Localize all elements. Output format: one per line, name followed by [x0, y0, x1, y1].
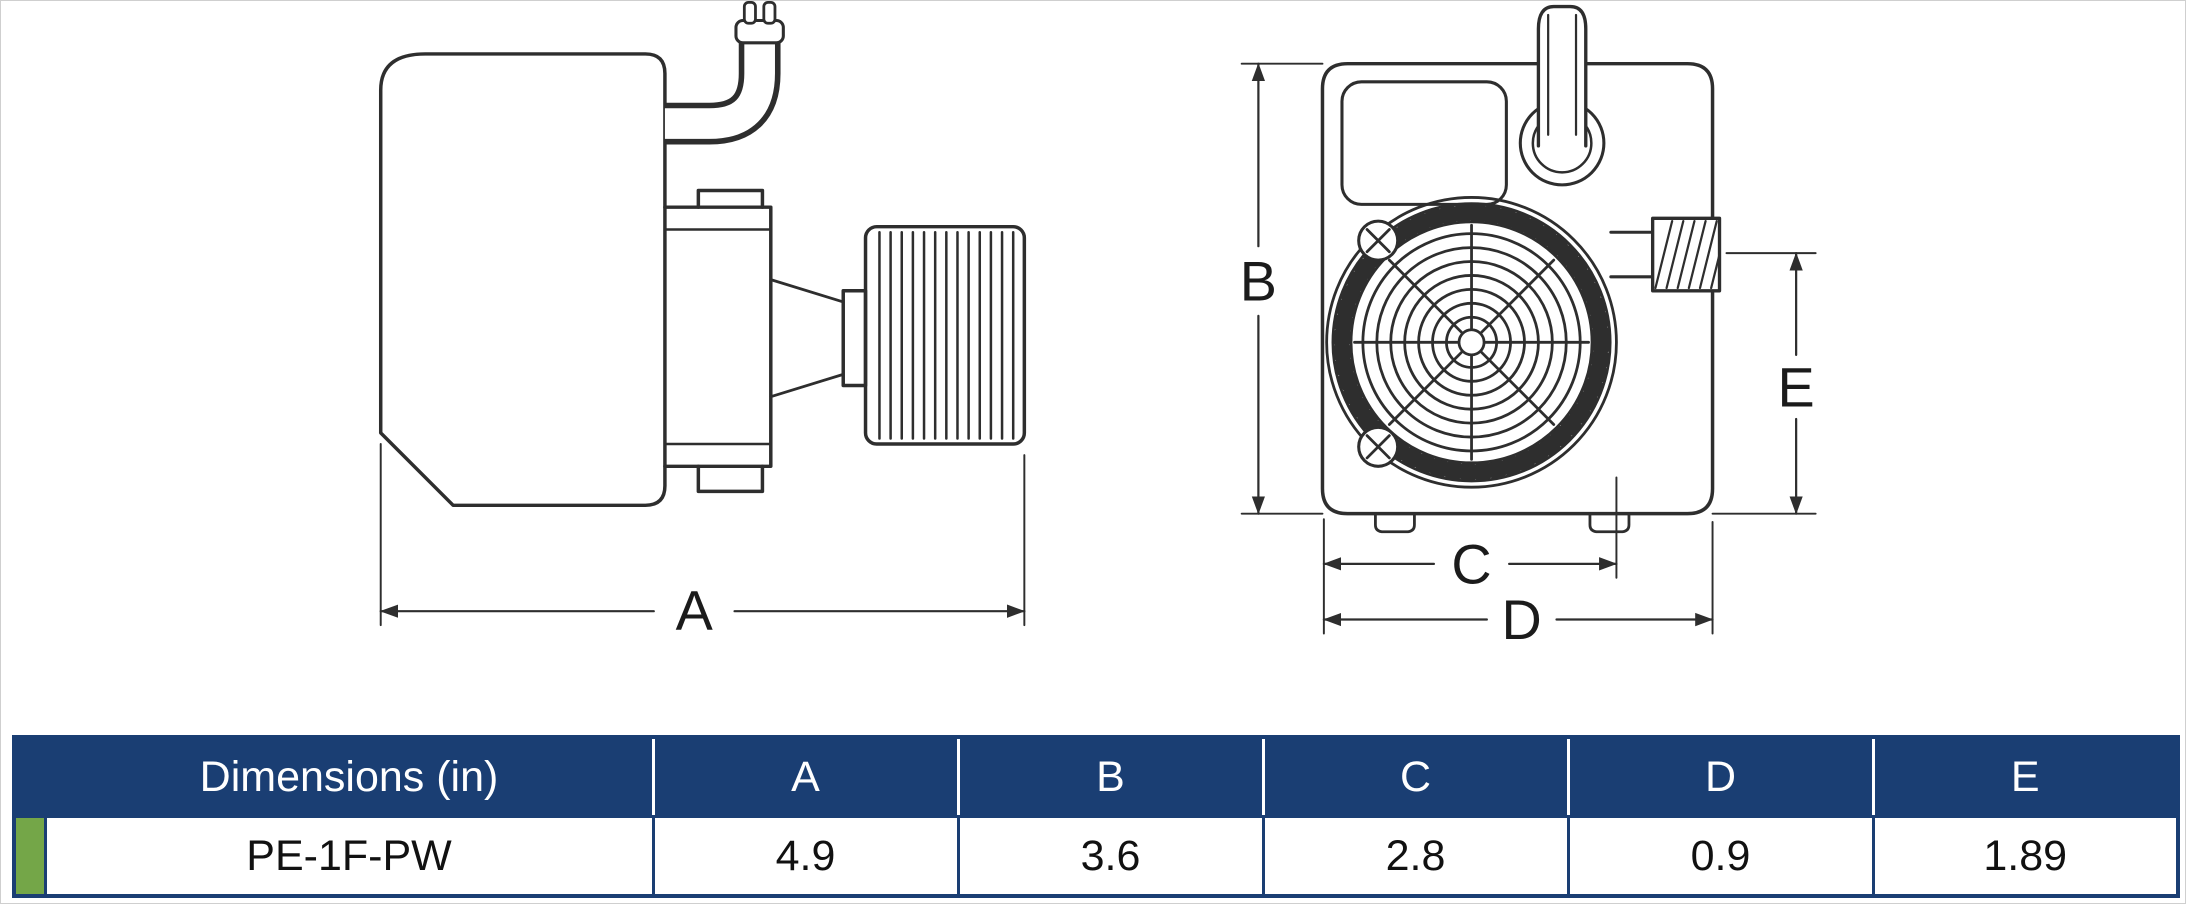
- dimension-d: [1322, 521, 1714, 635]
- dimensions-table: Dimensions (in) A B C D E PE-1F-PW 4.9 3…: [12, 735, 2180, 898]
- dim-label-a: A: [676, 579, 714, 641]
- dimensions-header-cell: Dimensions (in): [43, 735, 655, 818]
- plug-collar: [734, 18, 785, 45]
- col-header-c: C: [1261, 735, 1570, 818]
- pump-head: [663, 188, 773, 494]
- thread-hatching: [1654, 220, 1721, 290]
- impeller-grill: [1325, 196, 1618, 489]
- plug-prong-left: [742, 1, 757, 25]
- value-b-cell: 3.6: [956, 815, 1265, 898]
- power-cord: [664, 1, 785, 145]
- col-header-e: E: [1871, 735, 2180, 818]
- screw-bottom: [1357, 425, 1400, 468]
- screw-top: [1357, 219, 1400, 262]
- value-e-cell: 1.89: [1871, 815, 2180, 898]
- pump-front-view: [1240, 4, 1817, 635]
- col-header-a: A: [651, 735, 960, 818]
- mounting-foot-left: [1374, 512, 1416, 534]
- table-value-row: PE-1F-PW 4.9 3.6 2.8 0.9 1.89: [12, 815, 2180, 898]
- strainer-ribs: [878, 231, 1015, 440]
- value-d-cell: 0.9: [1566, 815, 1875, 898]
- cord-tube: [1536, 4, 1588, 148]
- dim-label-e: E: [1778, 356, 1815, 418]
- col-header-b: B: [956, 735, 1265, 818]
- color-swatch-cell: [12, 815, 47, 898]
- mounting-foot-right: [1588, 512, 1631, 534]
- dim-label-d: D: [1502, 589, 1542, 651]
- extension-lines-a: [379, 443, 1026, 627]
- label-plate: [1340, 80, 1508, 206]
- dim-label-c: C: [1451, 533, 1491, 595]
- technical-drawing: A: [378, 1, 1817, 651]
- plug-prong-right: [762, 1, 777, 25]
- discharge-fitting: [1609, 216, 1722, 293]
- value-c-cell: 2.8: [1261, 815, 1570, 898]
- pump-side-view: [378, 1, 1027, 627]
- dimension-b: [1240, 62, 1324, 515]
- motor-body: [378, 52, 667, 508]
- dimension-e: [1711, 252, 1817, 515]
- table-header-row: Dimensions (in) A B C D E: [12, 735, 2180, 818]
- col-header-d: D: [1566, 735, 1875, 818]
- value-a-cell: 4.9: [651, 815, 960, 898]
- header-corner-cell: [12, 735, 47, 818]
- model-name-cell: PE-1F-PW: [43, 815, 655, 898]
- dimension-a: [379, 443, 1026, 627]
- grill-spokes: [1353, 223, 1590, 461]
- teeth-ring: [1332, 203, 1611, 481]
- intake-strainer: [769, 224, 1027, 446]
- cord-grommet: [1518, 4, 1606, 187]
- dim-label-b: B: [1240, 251, 1277, 313]
- pump-housing: [1320, 61, 1715, 516]
